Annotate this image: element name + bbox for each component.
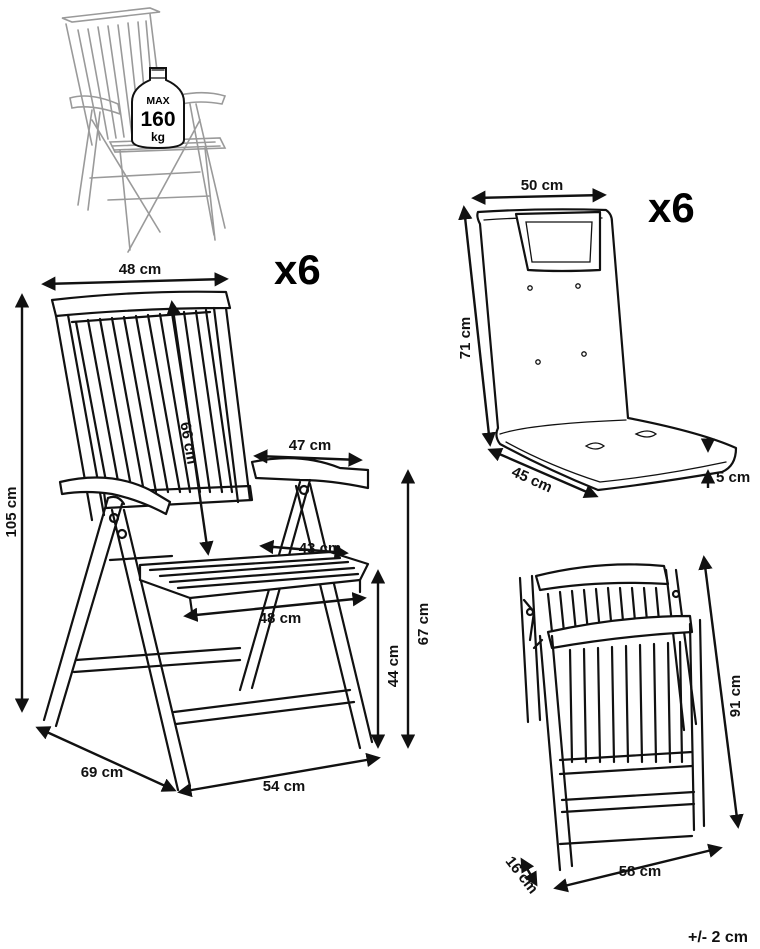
folded-chair-illustration xyxy=(518,563,706,872)
tolerance-note: +/- 2 cm xyxy=(688,929,748,946)
badge-value-text: 160 xyxy=(140,108,175,131)
label-armrest-height: 67 cm xyxy=(415,603,432,646)
label-cushion-width: 50 cm xyxy=(521,177,564,194)
label-cushion-thickness: 5 cm xyxy=(716,469,750,486)
label-back-height: 66 cm xyxy=(176,421,200,466)
label-seat-depth: 43 cm xyxy=(299,540,342,557)
cushion-illustration xyxy=(476,208,738,492)
label-folded-height: 91 cm xyxy=(727,675,744,718)
label-cushion-length: 71 cm xyxy=(457,317,474,360)
badge-max-text: MAX xyxy=(146,95,169,107)
badge-unit-text: kg xyxy=(151,130,165,144)
max-load-badge: MAX 160 kg xyxy=(131,67,185,150)
label-seat-height: 44 cm xyxy=(385,645,402,688)
main-chair-illustration xyxy=(42,290,374,792)
label-seat-width: 48 cm xyxy=(259,610,302,627)
cushion-quantity: x6 xyxy=(648,184,695,231)
label-width: 54 cm xyxy=(263,778,306,795)
folded-chair-dimension-lines xyxy=(520,555,744,893)
chair-quantity: x6 xyxy=(274,246,321,293)
label-total-height: 105 cm xyxy=(3,487,20,538)
main-chair-dimension-lines xyxy=(14,272,416,798)
label-depth: 69 cm xyxy=(81,764,124,781)
label-top-width: 48 cm xyxy=(119,261,162,278)
cushion-dimension-lines xyxy=(458,188,716,499)
label-folded-width: 58 cm xyxy=(619,863,662,880)
label-folded-depth: 16 cm xyxy=(502,853,542,897)
label-arm-length: 47 cm xyxy=(289,437,332,454)
